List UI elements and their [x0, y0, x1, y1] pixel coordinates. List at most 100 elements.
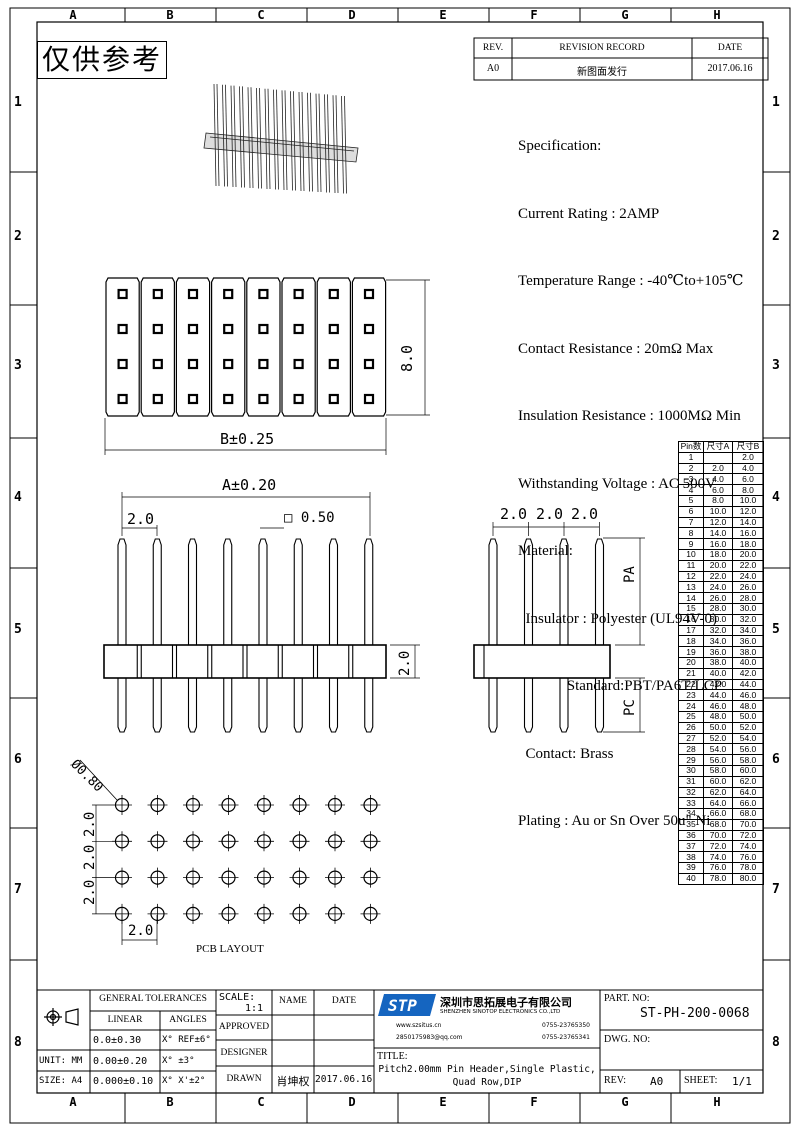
angles-label: ANGLES: [169, 1015, 207, 1025]
pin-square: [258, 358, 269, 370]
thumbnail-pin: [315, 93, 319, 193]
col-label-c-bottom: C: [257, 1095, 265, 1109]
pin-table-cell: 26: [678, 721, 704, 734]
pin-table-cell: 2: [678, 462, 704, 475]
pin-table-cell: 31: [678, 775, 704, 788]
pin-square: [223, 358, 234, 370]
pin-square: [363, 288, 375, 300]
spec-line: Specification:: [518, 138, 602, 154]
thumbnail-pin: [310, 92, 313, 192]
pcb-layout: [79, 759, 381, 945]
angle-tol-2: X° ±3°: [162, 1056, 195, 1066]
pin-table-cell: 76.0: [703, 862, 733, 874]
company-email: 2850175983@qq.com: [396, 1034, 463, 1041]
date-label: DATE: [331, 996, 357, 1006]
pin-table-cell: 20.0: [703, 559, 733, 572]
pin-table-cell: 34: [678, 808, 704, 820]
pin-table-cell: 10.0: [703, 505, 733, 518]
side-pin-upper: [523, 538, 534, 645]
pin-table-cell: 60.0: [703, 775, 733, 788]
col-label-f-bottom: F: [530, 1095, 538, 1109]
thumbnail-pin: [290, 91, 293, 191]
pin-table-cell: 尺寸B: [732, 441, 764, 453]
size-label: SIZE: A4: [39, 1076, 83, 1086]
thumbnail-pin: [222, 84, 225, 187]
thumbnail-pin: [341, 95, 344, 194]
pin-table-cell: 14.0: [732, 516, 764, 529]
thumbnail-pin: [281, 90, 285, 191]
thumbnail-pin: [327, 94, 330, 193]
pin-table-cell: 68.0: [732, 808, 764, 820]
revision-block: [473, 37, 769, 81]
pin-square: [258, 323, 269, 335]
side-pin-lower: [594, 678, 605, 733]
pin-table-cell: 21: [678, 667, 704, 680]
pin-table-cell: 19: [678, 646, 704, 658]
pin-table-cell: 40: [678, 872, 704, 885]
dim-b: B±0.25: [220, 430, 275, 448]
pin-table-cell: 16.0: [732, 527, 764, 540]
row-label-3-left: 3: [14, 358, 22, 373]
angle-tol-3: X° X'±2°: [162, 1076, 206, 1086]
company-phone-1: 0755-23765350: [542, 1022, 590, 1029]
pin-square: [152, 288, 163, 300]
pin-table-cell: 16: [678, 613, 704, 626]
pin-table-cell: 32.0: [732, 613, 764, 626]
pin-upper: [152, 538, 162, 645]
col-label-d-bottom: D: [348, 1095, 356, 1109]
thumbnail-pin: [344, 95, 347, 194]
spec-line: Current Rating : 2AMP: [518, 205, 660, 222]
pin-table-cell: 44.0: [732, 678, 764, 691]
housing-cell: [211, 277, 246, 417]
pin-square: [223, 393, 234, 405]
housing-cell: [175, 277, 211, 417]
dim-side-pitch-3: 2.0: [571, 505, 599, 523]
sheet-label: SHEET:: [684, 1075, 718, 1086]
pin-table-cell: 25: [678, 710, 704, 723]
pin-table-cell: [703, 451, 733, 464]
pin-table-cell: 5: [678, 494, 704, 507]
pin-table-cell: 14.0: [703, 527, 733, 540]
pin-lower: [258, 678, 268, 733]
pin-upper: [328, 538, 339, 645]
pin-table-cell: 26.0: [732, 581, 764, 594]
pin-table-cell: 76.0: [732, 851, 764, 864]
drawn-date: 2017.06.16: [315, 1074, 373, 1085]
pin-square: [187, 358, 199, 370]
col-label-h-top: H: [713, 8, 721, 22]
scale-value: 1:1: [245, 1003, 264, 1014]
pin-table-cell: 23: [678, 689, 704, 702]
thumbnail-pin: [233, 85, 237, 188]
housing-cell: [351, 277, 387, 417]
pin-table-cell: 30.0: [703, 613, 733, 626]
pin-square: [187, 393, 199, 405]
col-label-h-bottom: H: [713, 1095, 721, 1109]
thumbnail-pin: [335, 95, 339, 194]
side-pin-lower: [488, 678, 498, 733]
row-label-2-right: 2: [772, 229, 780, 244]
pin-table-cell: 72.0: [703, 840, 733, 853]
row-label-3-right: 3: [772, 358, 780, 373]
thumbnail-pin: [259, 87, 262, 189]
thumbnail-pin: [264, 88, 268, 190]
pin-table-cell: 6: [678, 505, 704, 518]
pin-table-cell: 2.0: [732, 451, 764, 464]
pin-square: [152, 358, 163, 370]
company-name-cn: 深圳市思拓展电子有限公司: [440, 996, 572, 1009]
dim-pin-square: □ 0.50: [284, 510, 335, 526]
pin-table-cell: 11: [678, 559, 704, 572]
dim-layout-h: 2.0: [128, 923, 154, 939]
projection-symbol-icon: [44, 1008, 79, 1026]
pin-table-cell: 26.0: [703, 592, 733, 604]
pin-table-cell: 15: [678, 602, 704, 615]
